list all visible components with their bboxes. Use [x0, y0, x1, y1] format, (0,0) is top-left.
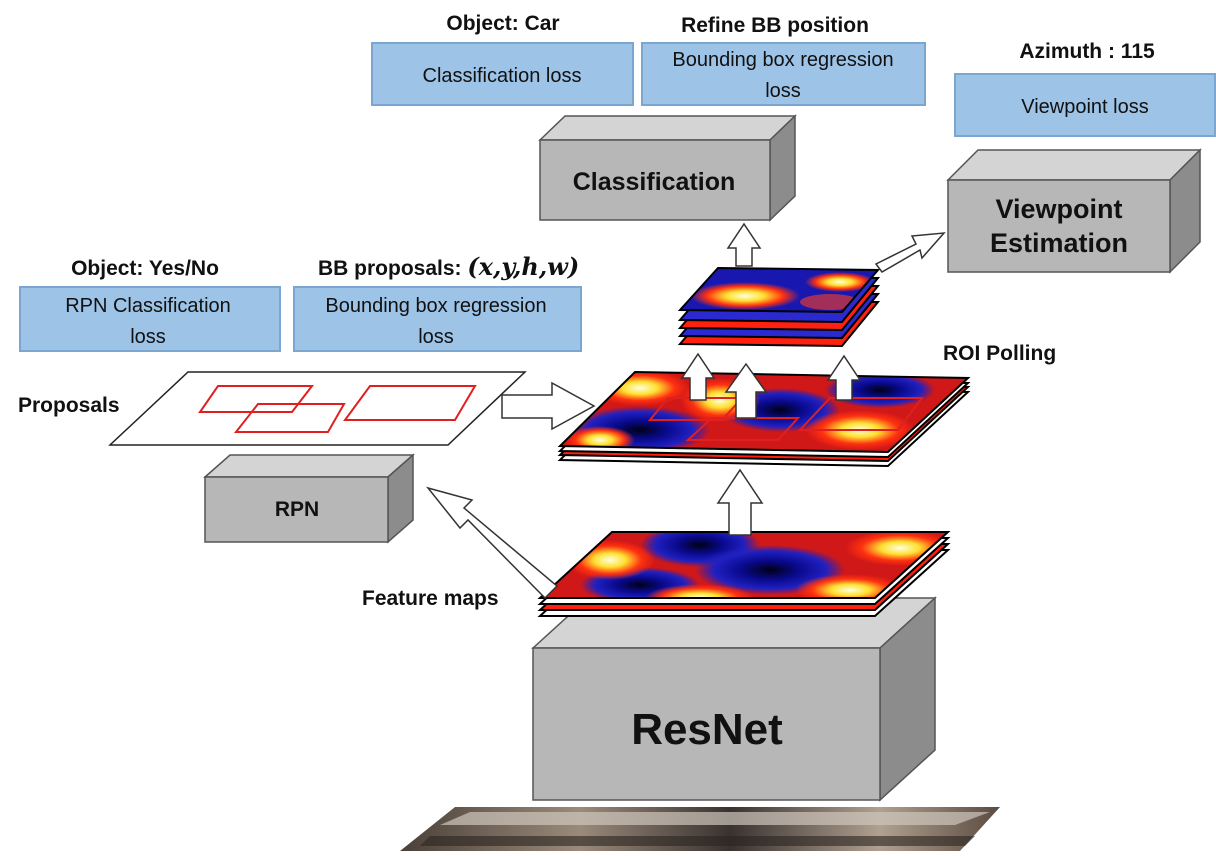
viewpoint-block: Viewpoint Estimation [946, 148, 1202, 274]
arrow-roi-up-middle [724, 362, 768, 419]
proposal-box [233, 403, 346, 433]
refine-bb-label: Refine BB position [681, 14, 869, 37]
arrow-proposals-to-roi [501, 381, 596, 431]
classification-loss-text: Classification loss [423, 65, 582, 87]
object-yesno-label: Object: Yes/No [71, 257, 219, 280]
rpn-bb-regression-loss-box: Bounding box regression loss [293, 286, 582, 352]
arrow-to-viewpoint [874, 232, 946, 273]
azimuth-label: Azimuth : 115 [1019, 40, 1155, 63]
roi-polling-label: ROI Polling [943, 342, 1056, 365]
feature-maps-label: Feature maps [362, 587, 499, 610]
viewpoint-label-line1: Viewpoint [995, 194, 1122, 224]
bb-proposals-vars: (x,y,h,w) [467, 252, 579, 281]
arrow-features-to-roi [716, 468, 764, 536]
arrow-roi-up-right [826, 354, 862, 401]
arrow-roi-up-left [680, 352, 716, 401]
proposal-box [343, 385, 477, 421]
classification-label: Classification [573, 168, 736, 196]
rpn-classification-loss-line1: RPN Classification [65, 295, 231, 317]
proposals-label: Proposals [18, 394, 120, 417]
roi-box [685, 417, 801, 441]
classification-loss-box: Classification loss [371, 42, 634, 106]
rpn-classification-loss-box: RPN Classification loss [19, 286, 281, 352]
pooled-map-heat [680, 268, 878, 312]
bb-regression-loss-line2: loss [765, 80, 801, 102]
object-car-label: Object: Car [446, 12, 559, 35]
classification-block: Classification [538, 114, 797, 222]
viewpoint-loss-text: Viewpoint loss [1021, 96, 1148, 118]
bb-proposals-prefix: BB proposals: [318, 257, 467, 280]
arrow-to-classification [726, 222, 762, 267]
resnet-label: ResNet [631, 705, 783, 754]
bb-regression-loss-line1: Bounding box regression [672, 49, 893, 71]
viewpoint-loss-box: Viewpoint loss [954, 73, 1216, 137]
roi-stack [557, 370, 971, 468]
rpn-bb-regression-loss-line2: loss [418, 326, 454, 348]
pooled-features-stack [677, 266, 881, 348]
bb-proposals-label: BB proposals: (x,y,h,w) [318, 252, 579, 281]
rpn-label: RPN [275, 498, 319, 521]
resnet-block: ResNet [531, 596, 937, 802]
proposal-box [198, 385, 315, 413]
feature-maps-stack [537, 531, 951, 617]
roi-box [647, 397, 745, 421]
proposals-plane [108, 371, 527, 446]
input-image [400, 807, 1000, 851]
arrow-features-to-rpn [425, 486, 559, 600]
bb-regression-loss-box: Bounding box regression loss [641, 42, 926, 106]
rpn-bb-regression-loss-line1: Bounding box regression [325, 295, 546, 317]
roi-box [797, 397, 924, 431]
rpn-classification-loss-line2: loss [130, 326, 166, 348]
viewpoint-label-line2: Estimation [990, 228, 1128, 258]
rpn-block: RPN [203, 453, 415, 544]
roi-map-heat [560, 372, 968, 452]
